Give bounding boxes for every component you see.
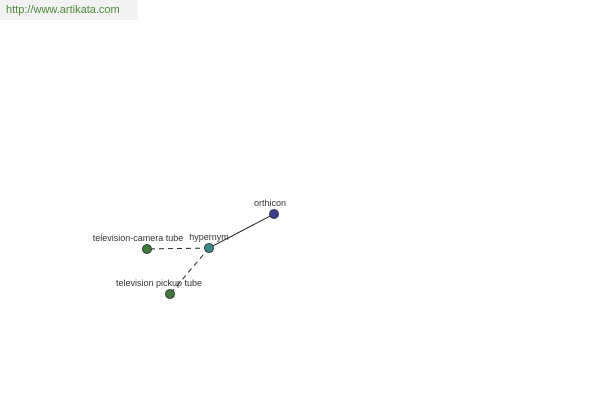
edge-hypernym-tv-camera-tube bbox=[146, 247, 210, 250]
node-label-tv-camera-tube[interactable]: television-camera tube bbox=[93, 233, 184, 243]
node-tv-pickup-tube[interactable] bbox=[165, 289, 175, 299]
node-label-tv-pickup-tube[interactable]: television pickup tube bbox=[116, 278, 202, 288]
node-hypernym[interactable] bbox=[204, 243, 214, 253]
node-tv-camera-tube[interactable] bbox=[142, 244, 152, 254]
edge-hypernym-tv-pickup-tube bbox=[169, 247, 210, 295]
edge-hypernym-orthicon bbox=[208, 213, 275, 249]
node-orthicon[interactable] bbox=[269, 209, 279, 219]
node-label-orthicon[interactable]: orthicon bbox=[254, 198, 286, 208]
node-label-hypernym[interactable]: hypernym bbox=[189, 232, 229, 242]
source-link[interactable]: http://www.artikata.com bbox=[0, 0, 138, 20]
